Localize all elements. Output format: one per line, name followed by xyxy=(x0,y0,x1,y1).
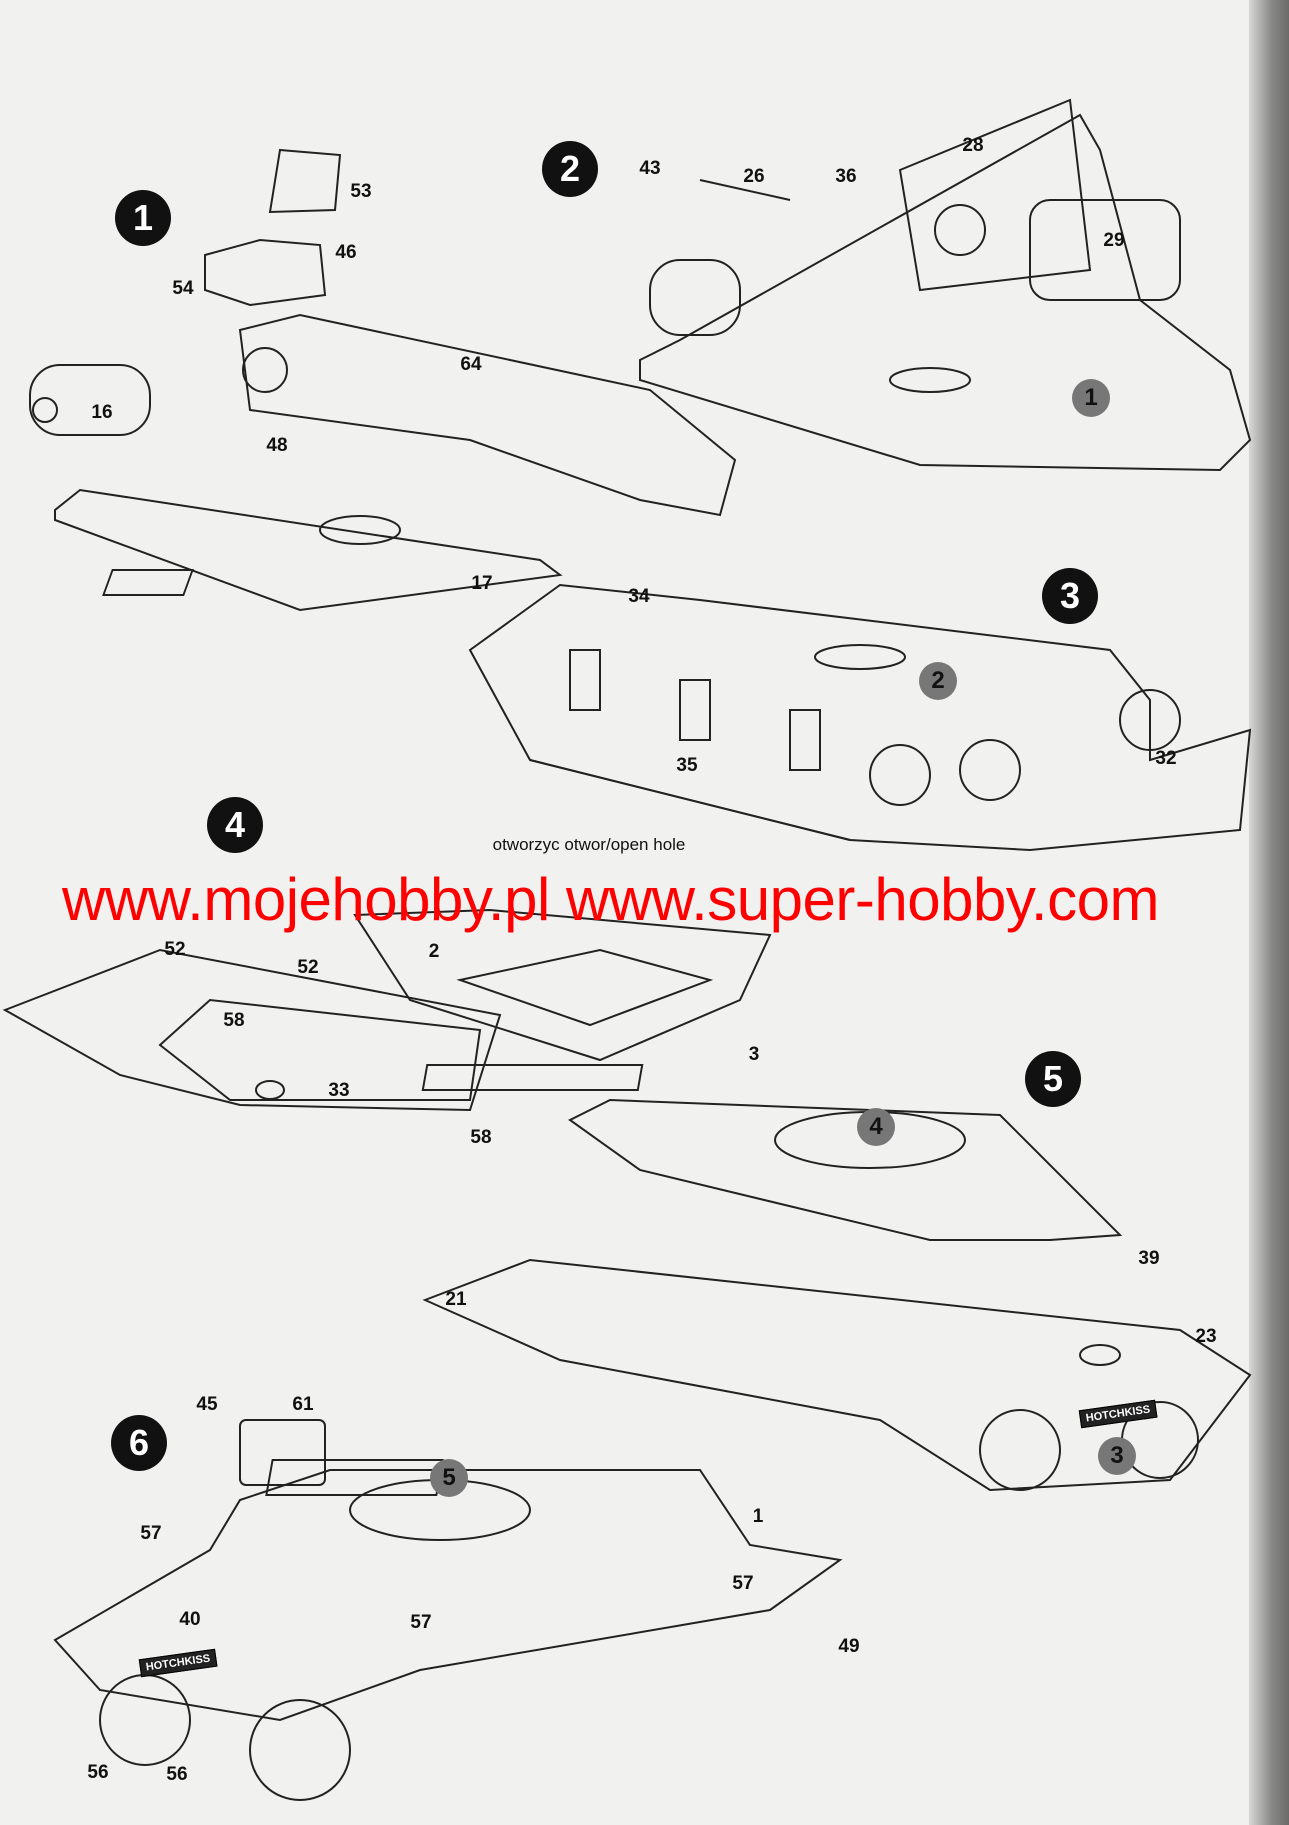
part-label: 46 xyxy=(335,242,357,263)
open-hole-note: otworzyc otwor/open hole xyxy=(492,835,686,854)
part-label: 28 xyxy=(962,135,984,156)
step-reference-2: 2 xyxy=(919,662,957,700)
step1-engine-part-16 xyxy=(29,364,151,436)
part-label: 52 xyxy=(297,957,319,978)
part-label: 61 xyxy=(292,1394,314,1415)
part-label: 57 xyxy=(140,1523,162,1544)
watermark: www.mojehobby.pl www.super-hobby.com xyxy=(62,866,1159,933)
step-reference-3: 3 xyxy=(1098,1437,1136,1475)
step-number-1: 1 xyxy=(115,190,171,246)
part-label: 52 xyxy=(164,939,186,960)
part-label: 64 xyxy=(460,354,482,375)
page-binding-edge xyxy=(1249,0,1289,1825)
part-label: 23 xyxy=(1195,1326,1217,1347)
part-label: 1 xyxy=(752,1506,764,1527)
step-number-2: 2 xyxy=(542,141,598,197)
step1-seats xyxy=(204,148,342,307)
part-label: 2 xyxy=(428,941,440,962)
step4-hull-part-2 xyxy=(353,908,772,1062)
part-label: 32 xyxy=(1155,748,1177,769)
part-label: 43 xyxy=(639,158,661,179)
part-label: 35 xyxy=(676,755,698,776)
part-label: 48 xyxy=(266,435,288,456)
step1-side-wall-part-64 xyxy=(238,313,737,517)
step1-floor-part-17 xyxy=(54,488,563,612)
part-label: 49 xyxy=(838,1636,860,1657)
step-number-6: 6 xyxy=(111,1415,167,1471)
part-label: 54 xyxy=(172,278,194,299)
step2-assembly xyxy=(639,98,1252,472)
step-reference-5: 5 xyxy=(430,1459,468,1497)
step-reference-4: 4 xyxy=(857,1108,895,1146)
part-label: 17 xyxy=(471,573,493,594)
part-label: 58 xyxy=(470,1127,492,1148)
step-reference-1: 1 xyxy=(1072,379,1110,417)
step-number-4: 4 xyxy=(207,797,263,853)
step3-suspension-assembly xyxy=(468,583,1252,852)
part-label: 57 xyxy=(732,1573,754,1594)
part-label: 26 xyxy=(743,166,765,187)
part-label: 16 xyxy=(91,402,113,423)
part-label: 45 xyxy=(196,1394,218,1415)
part-label: 33 xyxy=(328,1080,350,1101)
step-number-5: 5 xyxy=(1025,1051,1081,1107)
part-label: 58 xyxy=(223,1010,245,1031)
part-label: 29 xyxy=(1103,230,1125,251)
part-label: 3 xyxy=(748,1044,760,1065)
part-label: 53 xyxy=(350,181,372,202)
step-number-3: 3 xyxy=(1042,568,1098,624)
part-label: 56 xyxy=(166,1764,188,1785)
part-label: 57 xyxy=(410,1612,432,1633)
step5-superstructure xyxy=(421,1064,1123,1241)
part-label: 34 xyxy=(628,586,650,607)
part-label: 40 xyxy=(179,1609,201,1630)
step4-hull-tub-part-33 xyxy=(2,948,502,1112)
part-label: 56 xyxy=(87,1762,109,1783)
part-label: 39 xyxy=(1138,1248,1160,1269)
part-label: 21 xyxy=(445,1289,467,1310)
part-label: 36 xyxy=(835,166,857,187)
